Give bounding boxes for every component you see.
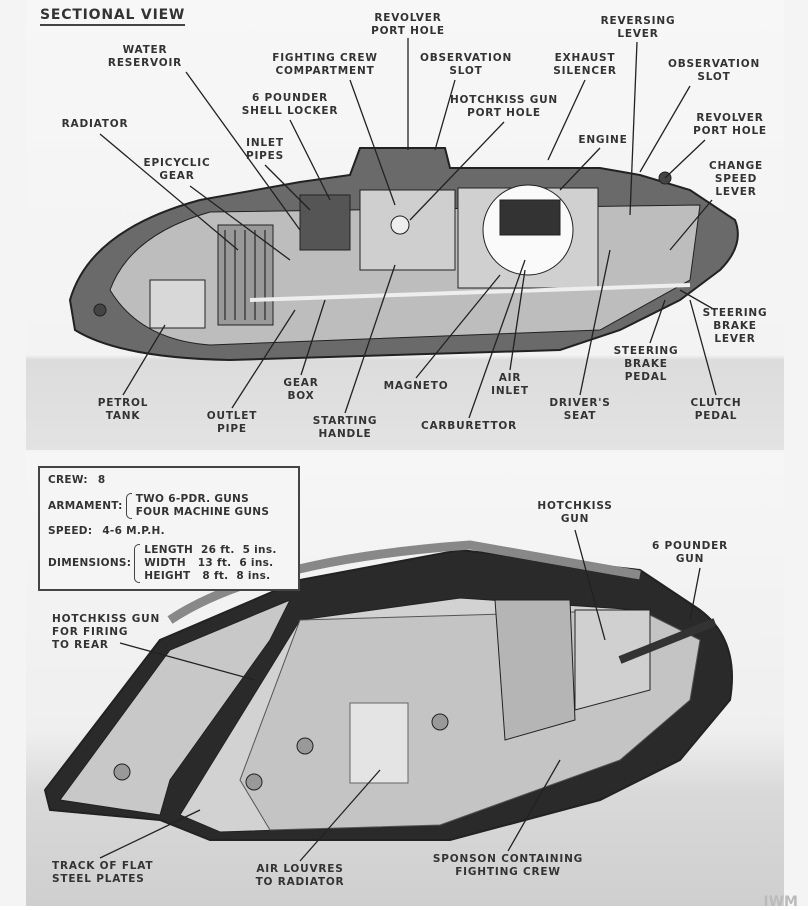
label-revolver-port-hole-right: REVOLVER PORT HOLE xyxy=(693,112,767,137)
armament-label: ARMAMENT: xyxy=(48,499,123,512)
armament-item: TWO 6-PDR. GUNS xyxy=(135,493,250,505)
label-fighting-crew-compartment: FIGHTING CREW COMPARTMENT xyxy=(272,52,378,77)
crew-label: CREW: xyxy=(48,474,88,486)
brace xyxy=(125,493,132,519)
label-inlet-pipes: INLET PIPES xyxy=(245,137,285,162)
label-epicyclic-gear: EPICYCLIC GEAR xyxy=(143,157,211,182)
label-hotchkiss-port-hole: HOTCHKISS GUN PORT HOLE xyxy=(449,94,559,119)
label-track: TRACK OF FLAT STEEL PLATES xyxy=(52,860,154,885)
label-drivers-seat: DRIVER'S SEAT xyxy=(549,397,611,422)
label-sponson: SPONSON CONTAINING FIGHTING CREW xyxy=(432,853,584,878)
label-six-pounder-gun: 6 POUNDER GUN xyxy=(651,540,729,565)
speed-label: SPEED: xyxy=(48,525,93,537)
label-shell-locker: 6 POUNDER SHELL LOCKER xyxy=(241,92,339,117)
label-carburettor: CARBURETTOR xyxy=(420,420,518,432)
label-engine: ENGINE xyxy=(578,134,628,146)
spec-armament-row: ARMAMENT: TWO 6-PDR. GUNS FOUR MACHINE G… xyxy=(48,493,290,519)
label-air-louvres: AIR LOUVRES TO RADIATOR xyxy=(255,863,345,888)
label-observation-slot-right: OBSERVATION SLOT xyxy=(667,58,761,83)
speed-value: 4-6 M.P.H. xyxy=(102,525,165,537)
label-hotchkiss-rear: HOTCHKISS GUN FOR FIRING TO REAR xyxy=(52,613,161,651)
leader-lines xyxy=(99,38,717,862)
watermark: IWM xyxy=(763,894,798,910)
spec-crew-row: CREW: 8 xyxy=(48,474,290,487)
label-gear-box: GEAR BOX xyxy=(283,377,319,402)
label-water-reservoir: WATER RESERVOIR xyxy=(107,44,183,69)
label-radiator: RADIATOR xyxy=(61,118,129,130)
label-hotchkiss-gun: HOTCHKISS GUN xyxy=(537,500,613,525)
label-magneto: MAGNETO xyxy=(383,380,449,392)
spec-speed-row: SPEED: 4-6 M.P.H. xyxy=(48,525,290,538)
specifications-box: CREW: 8 ARMAMENT: TWO 6-PDR. GUNS FOUR M… xyxy=(38,466,300,591)
label-exhaust-silencer: EXHAUST SILENCER xyxy=(553,52,617,77)
label-steering-brake-pedal: STEERING BRAKE PEDAL xyxy=(613,345,679,383)
exterior-tank xyxy=(43,540,733,841)
label-outlet-pipe: OUTLET PIPE xyxy=(206,410,258,435)
label-petrol-tank: PETROL TANK xyxy=(97,397,149,422)
dimension-length: LENGTH 26 ft. 5 ins. xyxy=(144,544,277,556)
label-starting-handle: STARTING HANDLE xyxy=(312,415,378,440)
label-steering-brake-lever: STEERING BRAKE LEVER xyxy=(702,307,768,345)
label-reversing-lever: REVERSING LEVER xyxy=(600,15,676,40)
label-clutch-pedal: CLUTCH PEDAL xyxy=(690,397,742,422)
label-revolver-port-hole: REVOLVER PORT HOLE xyxy=(371,12,445,37)
armament-item: FOUR MACHINE GUNS xyxy=(135,506,270,518)
brace xyxy=(134,544,141,583)
sectional-tank xyxy=(68,147,739,362)
dimension-height: HEIGHT 8 ft. 8 ins. xyxy=(144,570,271,582)
dimensions-label: DIMENSIONS: xyxy=(48,557,132,569)
dimension-width: WIDTH 13 ft. 6 ins. xyxy=(144,557,274,569)
label-change-speed-lever: CHANGE SPEED LEVER xyxy=(709,160,763,198)
label-observation-slot: OBSERVATION SLOT xyxy=(419,52,513,77)
spec-dimensions-row: DIMENSIONS: LENGTH 26 ft. 5 ins. WIDTH 1… xyxy=(48,544,290,583)
section-title: SECTIONAL VIEW xyxy=(40,7,186,26)
label-air-inlet: AIR INLET xyxy=(491,372,529,397)
crew-value: 8 xyxy=(97,474,106,486)
